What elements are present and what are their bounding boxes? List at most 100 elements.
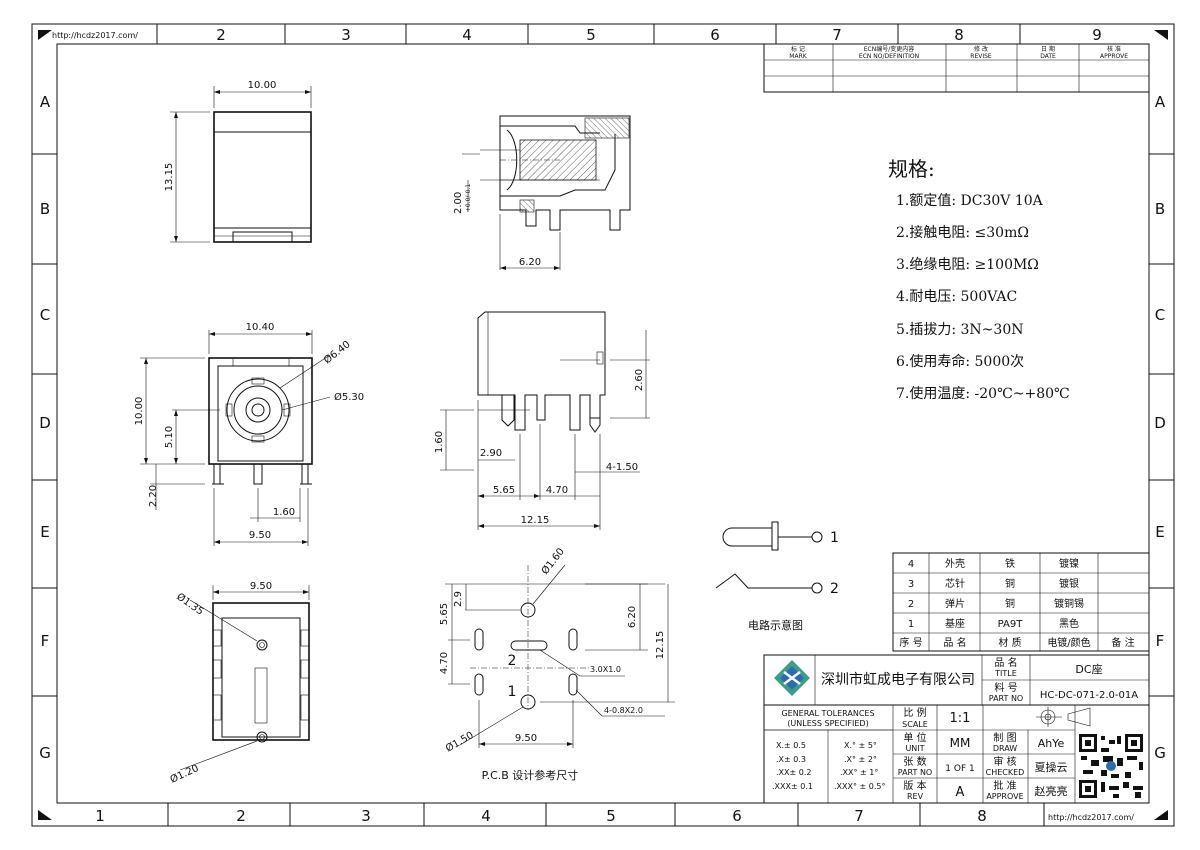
row-label-left: F [41,632,50,650]
dim-label: 10.40 [246,322,275,333]
dim-label: 5.65 [493,485,515,496]
pcb-slot [474,628,484,651]
rev-header-revise-cn: 修 改 [974,45,988,53]
bom-cell: 镀银 [1059,577,1079,590]
dim-label: 12.15 [521,515,550,526]
dim-label: 10.00 [248,80,277,91]
sheet-value: 1 OF 1 [945,764,974,774]
tol-linear: .XXX± 0.1 [772,782,813,791]
dim-label: Ø1.60 [539,546,567,577]
pcb-slot [568,628,578,651]
pcb-hole [520,694,536,710]
scale-label-cn: 比 例 [903,706,926,719]
bom-cell: 外壳 [945,557,965,570]
dim-label: 2.00 [453,192,464,214]
dim-label: Ø5.30 [334,391,364,403]
draw-label-en: DRAW [993,744,1017,753]
dim-label: Ø1.20 [168,762,200,786]
rev-header-ecn-en: ECN NO/DEFINITION [859,53,919,60]
rev-value: A [956,785,965,800]
specs-title: 规格: [888,157,935,181]
rev-label-cn: 版 本 [903,779,926,792]
part-value: HC-DC-071-2.0-01A [1040,690,1138,701]
sheet-label-en: PART NO [898,768,932,777]
col-bottom-label: 2 [236,807,246,825]
dim-label: 6.20 [627,606,638,628]
dim-label: 10.00 [134,397,145,426]
dim-label: 4-1.50 [606,462,638,473]
rev-header-ecn-cn: ECN编号/变更内容 [864,45,915,53]
bom-header: 电镀/颜色 [1047,636,1090,649]
dim-label: 2.60 [634,369,645,391]
bom-cell: 弹片 [945,597,965,610]
dim-label: 2.20 [148,485,159,507]
view-bottom: 9.50 Ø1.35 Ø1.20 [168,581,310,786]
sheet-label-cn: 张 数 [903,755,926,768]
scale-value: 1:1 [950,711,971,726]
col-bottom-label: 4 [481,807,491,825]
pcb-hole [520,602,536,618]
col-top-label: 8 [954,26,964,44]
bom-header: 品 名 [943,636,966,649]
row-label-right: B [1155,200,1165,218]
spec-item: 5.插拔力: 3N~30N [896,322,1023,338]
spec-item: 2.接触电阻: ≤30mΩ [896,224,1029,241]
bom-cell: 3 [908,579,914,590]
tol-header: GENERAL TOLERANCES [781,709,874,718]
bom-cell: 铜 [1005,578,1015,590]
tol-angular: .X° ± 2° [844,755,877,764]
unit-label-cn: 单 位 [903,731,926,744]
rev-header-mark-en: MARK [789,53,807,60]
row-label-left: D [39,414,51,432]
bom-cell: 1 [908,619,914,630]
spec-item: 7.使用温度: -20℃~+80℃ [896,385,1070,402]
part-label-en: PART NO [989,694,1023,703]
row-label-right: D [1154,414,1166,432]
col-top-label: 6 [710,26,720,44]
dim-label: 1.60 [434,431,445,453]
approve-label-en: APPROVE [986,792,1023,801]
check-label-en: CHECKED [986,768,1025,777]
tol-angular: .XX° ± 1° [840,768,878,777]
dim-label: Ø1.50 [444,729,476,754]
col-top-label: 5 [586,26,596,44]
circuit-caption: 电路示意图 [748,618,803,632]
dim-label: 9.50 [249,530,271,541]
row-label-right: C [1155,306,1165,324]
rev-header-date-cn: 日 期 [1041,45,1055,53]
tol-linear: .XX± 0.2 [776,768,811,777]
revision-table: 标 记 MARK ECN编号/变更内容 ECN NO/DEFINITION 修 … [763,43,1150,93]
company-logo [774,660,810,696]
view-middle-side: 2.60 1.60 2.90 4-1.50 5.65 4.70 12.15 [434,311,650,530]
dim-label: 2.90 [480,448,502,459]
check-value: 夏操云 [1035,760,1068,774]
row-label-left: E [40,523,49,541]
unit-label-en: UNIT [905,744,924,753]
circuit-diagram: 1 2 电路示意图 [715,521,839,632]
dim-label: 5.10 [164,426,175,448]
col-top-label: 4 [462,26,472,44]
dim-label: 2.9 [453,591,464,607]
dim-label: 9.50 [250,581,272,592]
row-label-right: A [1155,93,1166,111]
dim-label: 3.0X1.0 [590,665,621,674]
col-bottom-label: 8 [977,807,987,825]
dim-label: 4.70 [439,652,450,674]
rev-label-en: REV [907,792,924,801]
dim-label: 1.60 [273,507,295,518]
sheet-frame [31,23,1175,827]
rev-header-date-en: DATE [1040,53,1056,60]
scale-label-en: SCALE [902,720,928,729]
title-block: 深圳市虹成电子有限公司 品 名 TITLE DC座 料 号 PART NO HC… [763,654,1150,804]
rev-header-approve-en: APPROVE [1100,53,1128,60]
tol-header: (UNLESS SPECIFIED) [787,719,868,728]
view-top-front: 10.00 13.15 [164,80,312,243]
title-label-en: TITLE [994,669,1017,678]
pcb-pin-label: 1 [508,684,517,700]
dim-label: 9.50 [515,733,537,744]
row-label-right: E [1155,523,1164,541]
col-bottom-label: 5 [606,807,616,825]
rev-header-approve-cn: 核 准 [1107,45,1121,53]
row-label-right: F [1156,632,1165,650]
